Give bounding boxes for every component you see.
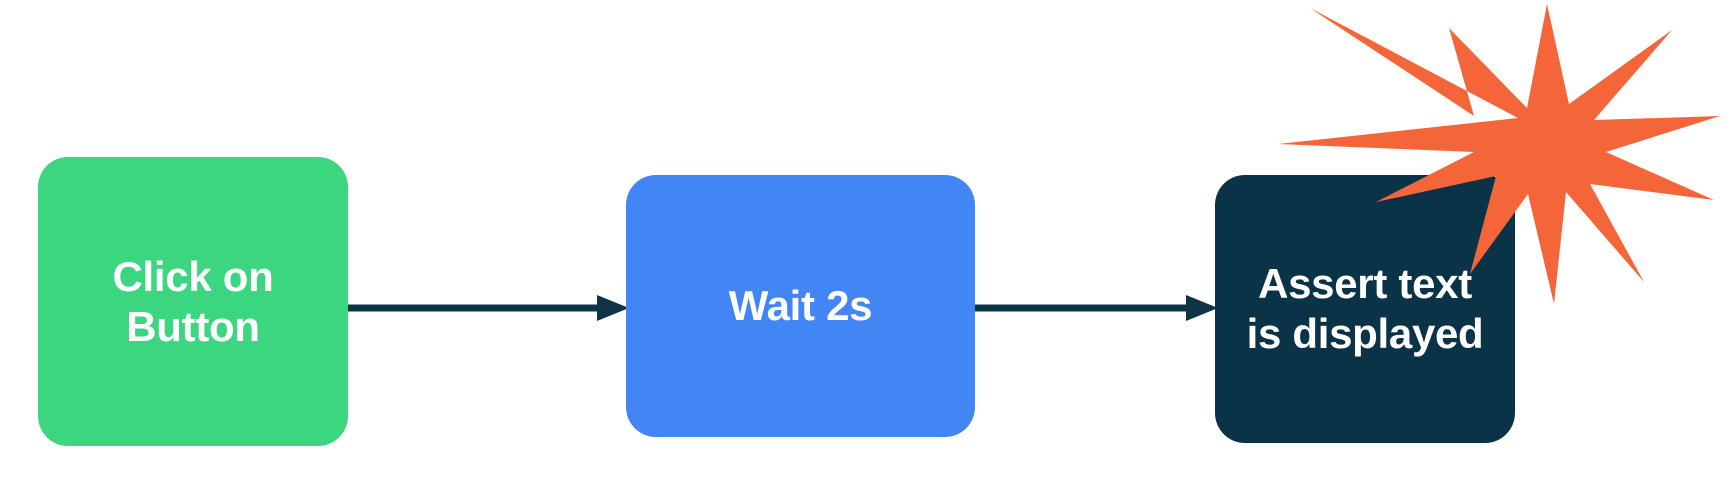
edge-wait-to-assert [975, 295, 1218, 321]
node-label: Wait 2s [728, 282, 873, 330]
node-wait-2s[interactable]: Wait 2s [626, 175, 975, 437]
node-click-on-button[interactable]: Click on Button [38, 157, 348, 446]
node-label: Click on Button [112, 252, 274, 350]
edge-click-to-wait [347, 295, 629, 321]
node-assert-text-is-displayed[interactable]: Assert text is displayed [1215, 175, 1515, 443]
node-label: Assert text is displayed [1246, 260, 1484, 357]
arrowhead-icon [597, 295, 629, 321]
arrowhead-icon [1186, 295, 1218, 321]
